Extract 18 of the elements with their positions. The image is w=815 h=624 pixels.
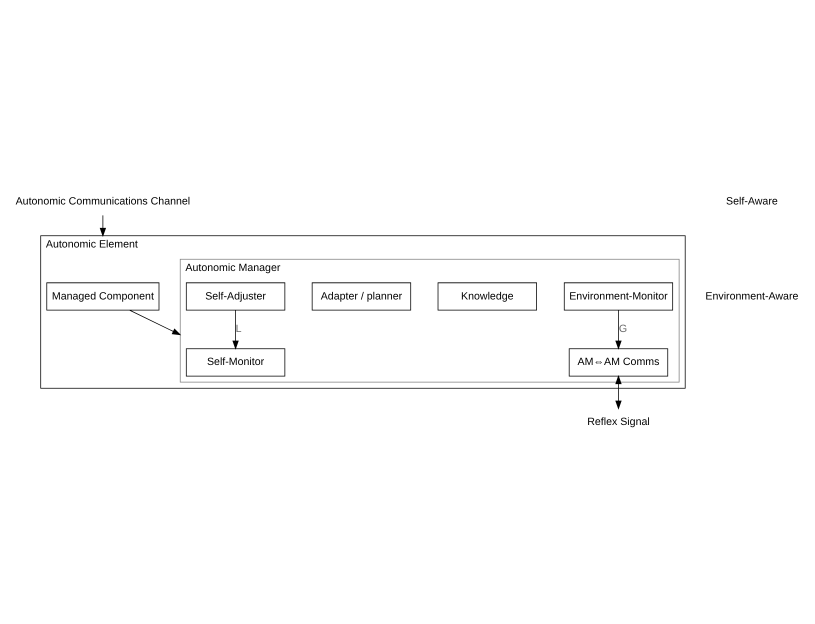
node-box: Adapter / planner [312,282,412,310]
arrow [615,310,622,350]
node-box: Knowledge [438,282,537,310]
edge-label: G [618,323,628,336]
node-text: Reflex Signal [587,416,650,428]
arrow [232,310,239,350]
label: Environment-Aware [705,290,798,302]
arrow [129,310,182,336]
node-text: Autonomic Communications Channel [16,195,190,208]
arrow [100,215,106,237]
arrow [615,374,622,410]
node-box: AM⇔AM Comms [568,348,668,376]
node-box: Self-Monitor [186,348,286,376]
edge-label: L [236,323,242,336]
label: Self-Aware [726,195,778,208]
node-box: Environment-Monitor [564,282,674,310]
node-box: Managed Component [46,282,160,310]
node-box: Self-Adjuster [186,282,286,310]
